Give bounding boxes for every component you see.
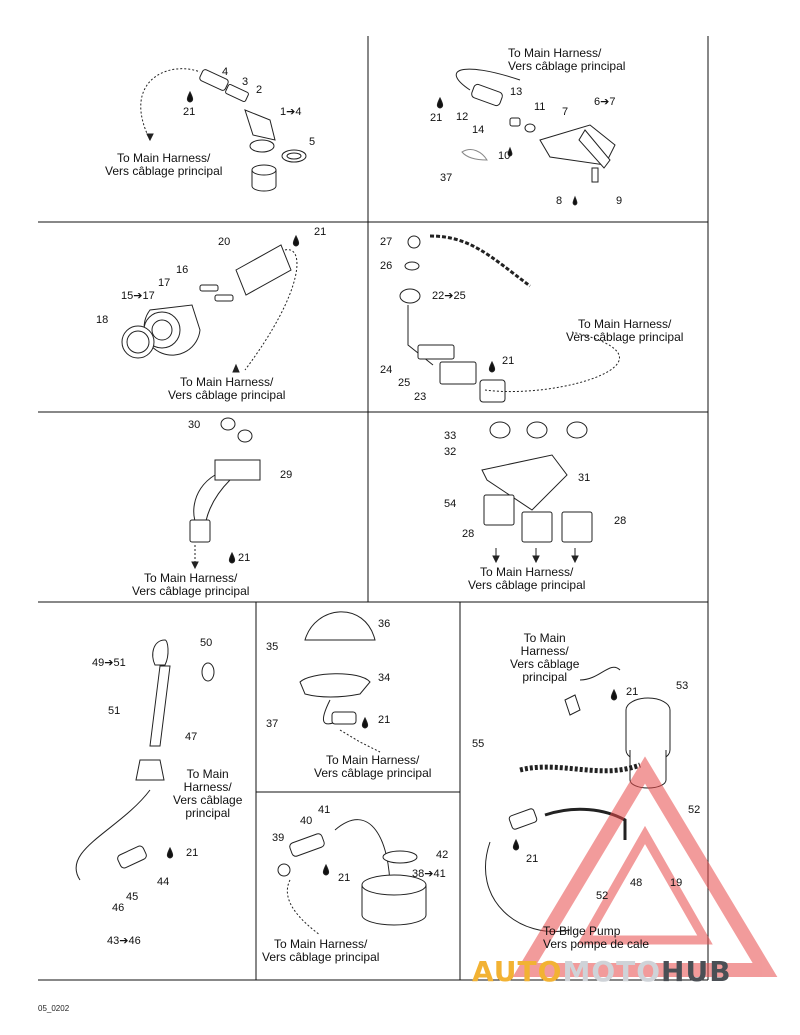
callout-p3-17: 17	[158, 277, 171, 289]
callout-p7-49to51: 49➔51	[92, 657, 126, 669]
harness-caption-p3: To Main Harness/Vers câblage principal	[168, 375, 286, 402]
callout-p3-21: 21	[314, 226, 327, 238]
callout-p9-38to41: 38➔41	[412, 868, 446, 880]
harness-caption-p8: To Main Harness/Vers câblage principal	[314, 753, 432, 780]
panel-2-parts	[436, 68, 616, 206]
panel-6-parts	[481, 421, 593, 564]
callout-p2-14: 14	[472, 124, 485, 136]
callout-p4-24: 24	[380, 364, 393, 376]
callout-p10-48: 48	[630, 877, 643, 889]
panel-1-parts	[140, 68, 307, 192]
callout-p2-21: 21	[430, 112, 443, 124]
callout-p7-43to46: 43➔46	[107, 935, 141, 947]
callout-p5-30: 30	[188, 419, 201, 431]
callout-p9-39: 39	[272, 832, 285, 844]
callout-p2-37: 37	[440, 172, 453, 184]
callout-p2-9: 9	[616, 195, 623, 207]
callout-p10-19: 19	[670, 877, 683, 889]
harness-caption-p2: To Main Harness/Vers câblage principal	[508, 46, 626, 73]
panel-9-parts	[277, 819, 427, 936]
callout-p3-16: 16	[176, 264, 189, 276]
callout-p1-3: 3	[242, 76, 249, 88]
callout-p7-51: 51	[108, 705, 121, 717]
callout-p10-52a: 52	[688, 804, 701, 816]
callout-p2-11: 11	[534, 101, 546, 113]
callout-p8-36: 36	[378, 618, 391, 630]
callout-p6-33: 33	[444, 430, 457, 442]
callout-p4-27: 27	[380, 236, 393, 248]
callout-p10-52b: 52	[596, 890, 609, 902]
callout-p7-44: 44	[157, 876, 170, 888]
callout-p8-34: 34	[378, 672, 391, 684]
callout-p9-21: 21	[338, 872, 351, 884]
callout-p3-20: 20	[218, 236, 231, 248]
watermark-triangle	[512, 756, 778, 977]
callout-p5-29: 29	[280, 469, 293, 481]
drawing-code: 05_0202	[38, 1004, 70, 1013]
callout-p5-21: 21	[238, 552, 251, 564]
callout-p8-35: 35	[266, 641, 279, 653]
callout-p9-42: 42	[436, 849, 449, 861]
callout-p8-37: 37	[266, 718, 279, 730]
callout-p1-21: 21	[183, 106, 196, 118]
callout-p4-22to25: 22➔25	[432, 290, 466, 302]
watermark-logo: AUTOMOTOHUB	[472, 955, 732, 988]
callout-p4-26: 26	[380, 260, 393, 272]
panel-7-parts	[75, 639, 215, 881]
callout-p4-23: 23	[414, 391, 427, 403]
callout-p2-10: 10	[498, 150, 511, 162]
callout-p6-28b: 28	[614, 515, 627, 527]
callout-p3-15to17: 15➔17	[121, 290, 155, 302]
callout-p2-13: 13	[510, 86, 523, 98]
callout-p3-18: 18	[96, 314, 109, 326]
callout-p6-28a: 28	[462, 528, 475, 540]
harness-caption-p9: To Main Harness/Vers câblage principal	[262, 937, 380, 964]
callout-p1-2: 2	[256, 84, 263, 96]
callout-p10-21b: 21	[526, 853, 539, 865]
callout-p7-21: 21	[186, 847, 199, 859]
callout-p2-6to7: 6➔7	[594, 96, 616, 108]
callout-p9-41: 41	[318, 804, 331, 816]
panel-3-parts	[121, 234, 300, 373]
panel-5-parts	[189, 417, 261, 570]
harness-caption-p5: To Main Harness/Vers câblage principal	[132, 571, 250, 598]
callout-p10-53: 53	[676, 680, 689, 692]
callout-p10-55: 55	[472, 738, 485, 750]
callout-p4-25: 25	[398, 377, 411, 389]
callout-p7-47: 47	[185, 731, 198, 743]
callout-p7-46: 46	[112, 902, 125, 914]
harness-caption-p1: To Main Harness/Vers câblage principal	[105, 151, 223, 178]
harness-caption-p4: To Main Harness/Vers câblage principal	[566, 317, 684, 344]
callout-p9-40: 40	[300, 815, 313, 827]
callout-p1-1to4: 1➔4	[280, 106, 302, 118]
callout-p7-45: 45	[126, 891, 139, 903]
callout-p8-21: 21	[378, 714, 391, 726]
callout-p1-5: 5	[309, 136, 316, 148]
callout-p2-8: 8	[556, 195, 563, 207]
callout-p7-50: 50	[200, 637, 213, 649]
harness-caption-p6: To Main Harness/Vers câblage principal	[468, 565, 586, 592]
callout-p2-7: 7	[562, 106, 569, 118]
callout-p10-21a: 21	[626, 686, 639, 698]
callout-p1-4: 4	[222, 66, 229, 78]
panel-4-parts	[399, 234, 620, 403]
callout-p2-12: 12	[456, 111, 469, 123]
panel-8-parts	[299, 611, 381, 753]
callout-p6-32: 32	[444, 446, 457, 458]
callout-p6-31: 31	[578, 472, 591, 484]
callout-p4-21: 21	[502, 355, 515, 367]
callout-p6-54: 54	[444, 498, 457, 510]
